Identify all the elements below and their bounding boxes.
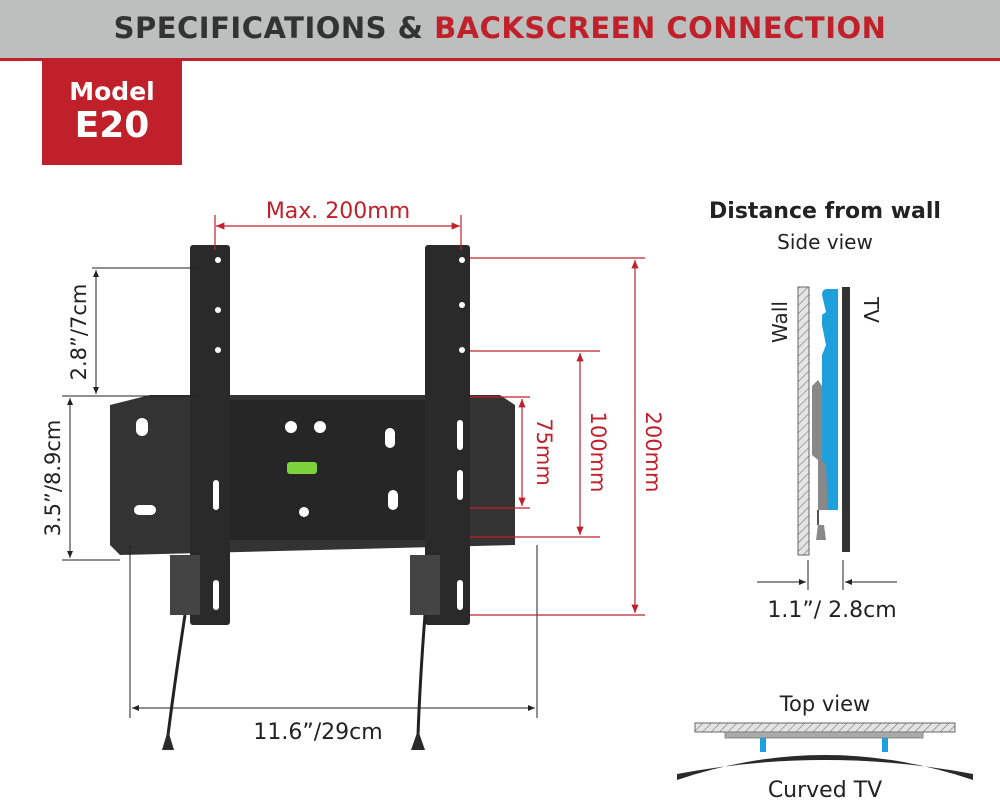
upper-height-label: 2.8”/7cm: [67, 284, 91, 381]
top-view-illustration: [677, 722, 973, 780]
wall-mount-front-illustration: [110, 245, 515, 750]
max-width-label: Max. 200mm: [266, 199, 410, 224]
vesa-200-label: 200mm: [641, 412, 665, 493]
top-view-title: Top view: [779, 692, 870, 716]
page-title: SPECIFICATIONS & BACKSCREEN CONNECTION: [113, 11, 887, 45]
side-view-title: Distance from wall: [709, 199, 941, 224]
dimension-vesa: [470, 257, 645, 616]
dimension-wall-distance: [757, 560, 897, 590]
wall-distance-label: 1.1”/ 2.8cm: [767, 598, 896, 623]
model-number: E20: [74, 105, 150, 146]
tv-label: TV: [859, 296, 883, 323]
plate-height-label: 3.5”/8.9cm: [41, 420, 65, 537]
model-label: Model: [69, 77, 155, 106]
curved-tv-label: Curved TV: [768, 778, 882, 802]
vesa-75-label: 75mm: [532, 418, 556, 486]
dimension-max-width: [214, 215, 462, 250]
side-view-illustration: [797, 286, 850, 556]
vesa-100-label: 100mm: [586, 412, 610, 493]
side-view-subtitle: Side view: [777, 230, 873, 254]
wall-label: Wall: [768, 301, 792, 343]
model-badge: Model E20: [42, 61, 182, 165]
header-banner: SPECIFICATIONS & BACKSCREEN CONNECTION: [0, 0, 1000, 61]
dimension-left: [62, 267, 538, 718]
total-width-label: 11.6”/29cm: [253, 720, 382, 745]
